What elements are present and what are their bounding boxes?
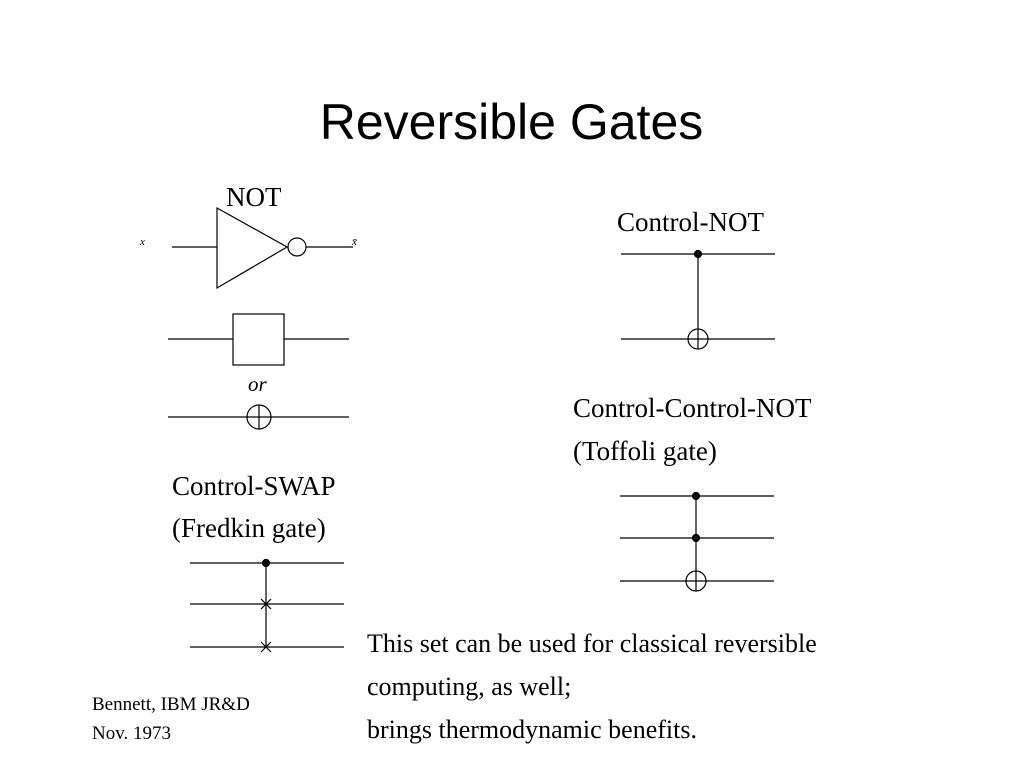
citation: Bennett, IBM JR&D Nov. 1973 bbox=[92, 690, 250, 748]
citation-line-2: Nov. 1973 bbox=[92, 723, 171, 744]
not-input-label: x bbox=[140, 236, 145, 248]
not-bubble bbox=[287, 237, 307, 257]
slide-title: Reversible Gates bbox=[319, 94, 704, 150]
toffoli-label: Control-Control-NOT bbox=[573, 393, 812, 423]
description-line-2: computing, as well; bbox=[367, 672, 572, 701]
not-output-label: x̄ bbox=[352, 236, 357, 248]
not-gate-label: NOT bbox=[226, 182, 282, 212]
not-gate-symbol bbox=[172, 206, 353, 290]
toffoli-circuit bbox=[620, 491, 774, 592]
not-triangle bbox=[216, 206, 289, 290]
fredkin-swap-mark-1 bbox=[260, 598, 272, 610]
toffoli-control-dot-1 bbox=[691, 491, 701, 501]
description-line-3: brings thermodynamic benefits. bbox=[367, 715, 697, 744]
x-box-gate bbox=[168, 313, 349, 366]
fredkin-circuit bbox=[190, 558, 344, 653]
fredkin-sublabel: (Fredkin gate) bbox=[172, 513, 326, 543]
cnot-circuit bbox=[621, 249, 775, 350]
toffoli-sublabel: (Toffoli gate) bbox=[573, 436, 717, 466]
cnot-control-dot bbox=[693, 249, 703, 259]
x-box bbox=[232, 313, 285, 366]
fredkin-label: Control-SWAP bbox=[172, 471, 336, 501]
fredkin-swap-mark-2 bbox=[260, 641, 272, 653]
fredkin-control-dot bbox=[261, 558, 271, 568]
description-block: This set can be used for classical rever… bbox=[367, 622, 817, 751]
toffoli-control-dot-2 bbox=[691, 533, 701, 543]
or-label: or bbox=[248, 372, 267, 396]
description-line-1: This set can be used for classical rever… bbox=[367, 629, 817, 658]
citation-line-1: Bennett, IBM JR&D bbox=[92, 694, 250, 715]
oplus-gate bbox=[168, 404, 349, 430]
cnot-label: Control-NOT bbox=[617, 207, 764, 237]
